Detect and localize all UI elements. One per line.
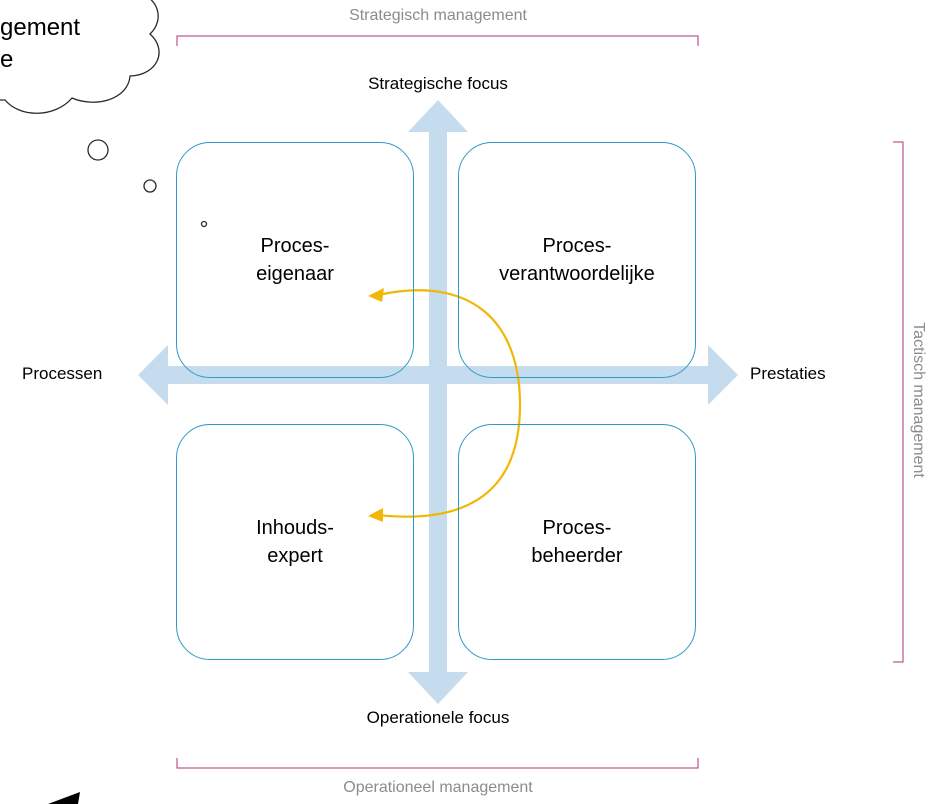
bottom-bracket	[176, 758, 699, 769]
quadrant-box-top-right	[458, 142, 696, 378]
role-text-line1: Inhouds-	[256, 517, 334, 539]
cloud-text-line1: gement	[0, 14, 81, 41]
cloud-text-line2: e	[0, 46, 14, 73]
quadrant-box-bottom-right	[458, 424, 696, 660]
top-bracket-label: Strategisch management	[349, 7, 527, 24]
curved-arrow	[368, 288, 522, 522]
axis-label-bottom: Operationele focus	[366, 708, 510, 727]
role-text-line1: Proces-	[260, 235, 330, 257]
axis-label-top: Strategische focus	[368, 74, 508, 93]
vertical-axis-arrow	[408, 100, 468, 704]
axis-label-right: Prestaties	[750, 364, 826, 383]
right-bracket-label: Tactisch management	[910, 322, 927, 478]
role-inhoudsexpert: Inhouds- expert	[176, 514, 414, 570]
quadrant-box-top-left	[176, 142, 414, 378]
thought-bubble-large	[87, 139, 109, 161]
top-bracket	[176, 35, 699, 46]
thought-bubble-medium	[143, 179, 157, 193]
role-procesverantwoordelijke: Proces- verantwoordelijke	[458, 232, 696, 288]
horizontal-axis-arrow	[138, 345, 738, 405]
right-bracket	[893, 141, 904, 663]
role-text-line2: verantwoordelijke	[499, 263, 655, 285]
role-proceseigenaar: Proces- eigenaar	[176, 232, 414, 288]
black-arrow-fragment	[48, 792, 80, 804]
role-procesbeheerder: Proces- beheerder	[458, 514, 696, 570]
thought-bubble-small	[200, 220, 208, 228]
axis-label-left: Processen	[22, 364, 103, 383]
cloud-text: gement e	[0, 12, 130, 76]
bottom-bracket-label: Operationeel management	[343, 779, 533, 796]
thought-cloud	[0, 0, 208, 228]
role-text-line1: Proces-	[542, 517, 612, 539]
role-text-line2: beheerder	[531, 545, 623, 567]
role-text-line2: expert	[267, 545, 323, 567]
role-text-line1: Proces-	[542, 235, 612, 257]
quadrant-box-bottom-left	[176, 424, 414, 660]
role-text-line2: eigenaar	[256, 263, 334, 285]
